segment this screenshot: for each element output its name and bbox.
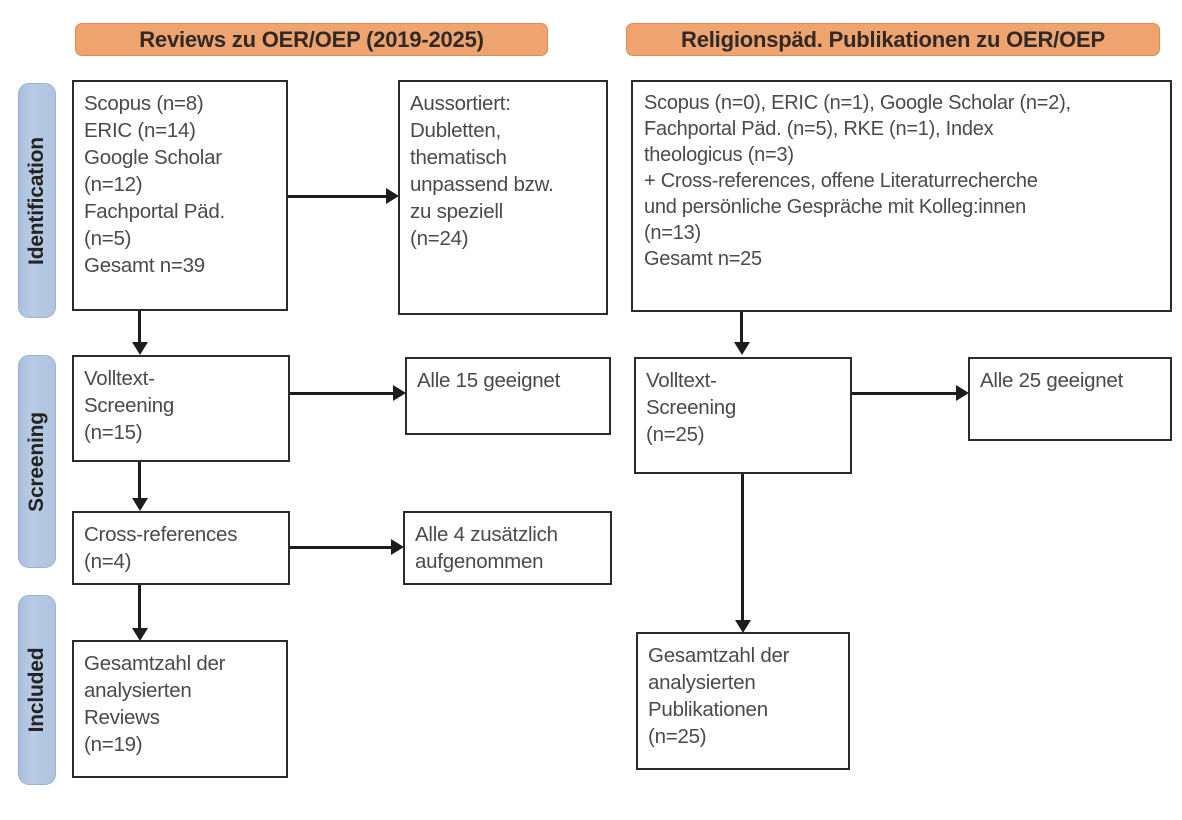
box-left-excluded: Aussortiert: Dubletten, thematisch unpas… [398,80,608,315]
connector-left-sources-to-screening [138,311,141,344]
connector-right-sources-to-screening [740,312,743,344]
arrowhead-left-sources-to-screening [132,342,148,355]
box-left-cross-references: Cross-references (n=4) [72,511,290,585]
box-text: Gesamtzahl der analysierten Publikatione… [648,644,790,749]
stage-pill-included: Included [18,595,56,785]
arrowhead-left-screening-to-crossrefs [132,498,148,511]
stage-pill-screening: Screening [18,355,56,568]
box-text: Scopus (n=0), ERIC (n=1), Google Scholar… [644,92,1071,270]
connector-left-crossrefs-to-included [138,585,141,630]
box-left-all-eligible: Alle 15 geeignet [405,357,611,435]
column-header-religionspaed: Religionspäd. Publikationen zu OER/OEP [626,23,1160,56]
column-header-reviews: Reviews zu OER/OEP (2019-2025) [75,23,548,56]
arrowhead-left-sources-to-excluded [386,188,399,204]
arrowhead-right-screening-to-eligible [956,385,969,401]
stage-label-identification: Identification [25,136,48,265]
connector-left-screening-to-crossrefs [138,462,141,500]
box-right-included-total: Gesamtzahl der analysierten Publikatione… [636,632,850,770]
connector-right-screening-to-included [741,474,744,622]
box-text: Gesamtzahl der analysierten Reviews (n=1… [84,652,226,757]
arrowhead-left-crossrefs-to-added [391,539,404,555]
box-left-all-added: Alle 4 zusätzlich aufgenommen [403,511,612,585]
stage-pill-identification: Identification [18,83,56,318]
box-right-all-eligible: Alle 25 geeignet [968,357,1172,441]
box-text: Cross-references (n=4) [84,523,238,574]
box-text: Volltext- Screening (n=25) [646,369,737,447]
arrowhead-right-screening-to-included [735,620,751,633]
connector-left-screening-to-eligible [290,392,393,395]
box-left-included-total: Gesamtzahl der analysierten Reviews (n=1… [72,640,288,778]
box-text: Alle 25 geeignet [980,369,1124,392]
connector-left-crossrefs-to-added [290,546,391,549]
box-left-fulltext-screening: Volltext- Screening (n=15) [72,355,290,462]
box-left-identification-sources: Scopus (n=8) ERIC (n=14) Google Scholar … [72,80,288,311]
stage-label-included: Included [25,647,48,733]
arrowhead-right-sources-to-screening [734,342,750,355]
box-text: Scopus (n=8) ERIC (n=14) Google Scholar … [84,92,225,278]
box-text: Alle 15 geeignet [417,369,561,392]
stage-label-screening: Screening [25,411,48,512]
arrowhead-left-screening-to-eligible [393,385,406,401]
box-text: Volltext- Screening (n=15) [84,367,175,445]
connector-left-sources-to-excluded [288,195,386,198]
connector-right-screening-to-eligible [852,392,956,395]
box-text: Alle 4 zusätzlich aufgenommen [415,523,558,574]
box-right-fulltext-screening: Volltext- Screening (n=25) [634,357,852,474]
arrowhead-left-crossrefs-to-included [132,628,148,641]
box-right-identification-sources: Scopus (n=0), ERIC (n=1), Google Scholar… [631,80,1172,312]
box-text: Aussortiert: Dubletten, thematisch unpas… [410,92,554,251]
